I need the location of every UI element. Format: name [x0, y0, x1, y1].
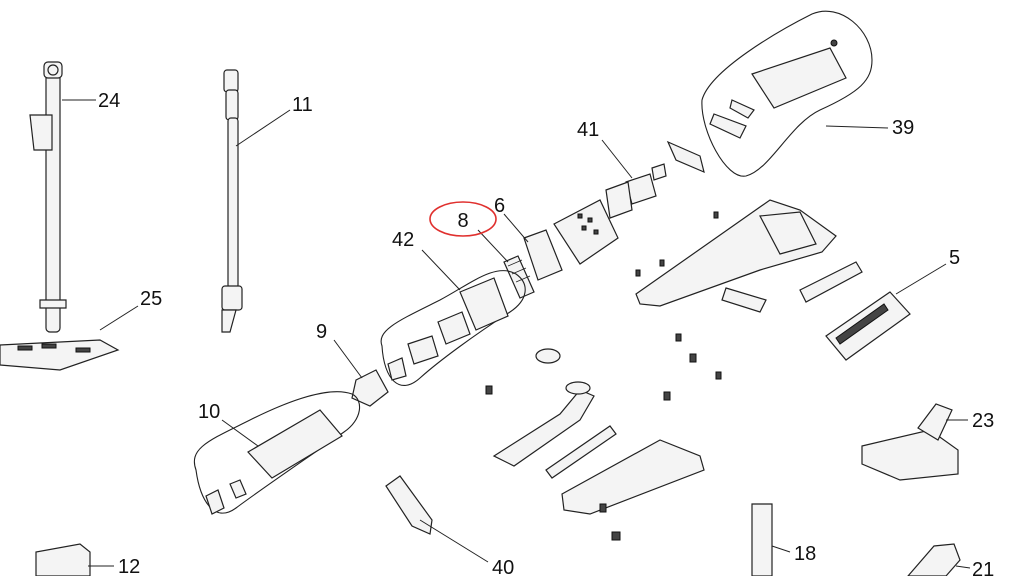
part-10-dust-bin — [205, 409, 343, 515]
group-42-outline — [380, 270, 526, 386]
label-25: 25 — [140, 288, 162, 310]
label-18: 18 — [794, 543, 816, 565]
part-small-cap — [535, 348, 561, 364]
label-42: 42 — [392, 229, 414, 251]
part-42-cyclone — [387, 277, 509, 381]
part-21-brush-tool — [907, 543, 961, 576]
part-5-battery — [825, 291, 911, 361]
leader-11 — [235, 109, 291, 147]
part-40-pad — [385, 475, 433, 535]
label-40: 40 — [492, 557, 514, 576]
label-24: 24 — [98, 90, 120, 112]
part-18-crevice-tool — [751, 503, 773, 576]
label-6: 6 — [494, 195, 505, 217]
leader-21 — [955, 565, 971, 569]
label-41: 41 — [577, 119, 599, 141]
label-10: 10 — [198, 401, 220, 423]
part-9-cone — [351, 369, 389, 407]
label-23: 23 — [972, 410, 994, 432]
part-6-cylinder — [523, 229, 563, 281]
part-11-extension-tube — [221, 69, 243, 333]
part-main-body — [635, 199, 863, 313]
part-23-floor-head — [861, 403, 959, 481]
part-39-cover-components — [709, 39, 847, 139]
group-10-outline — [193, 391, 361, 514]
part-25-stand-base — [0, 339, 120, 371]
leader-42 — [421, 249, 461, 291]
label-11: 11 — [292, 94, 313, 116]
leader-40 — [419, 519, 489, 563]
label-12: 12 — [118, 556, 140, 576]
part-24-stand-pole — [29, 61, 67, 333]
group-39-outline — [701, 10, 873, 177]
label-21: 21 — [972, 559, 994, 576]
leader-25 — [99, 305, 139, 331]
leader-6 — [503, 213, 529, 243]
part-filter-block — [553, 199, 619, 265]
highlight-circle-8 — [429, 201, 497, 237]
part-lower-handle — [492, 381, 705, 515]
leader-39 — [825, 125, 889, 129]
part-fasteners — [485, 211, 722, 541]
leader-5 — [895, 263, 947, 295]
label-5: 5 — [949, 247, 960, 269]
part-41-module — [605, 140, 705, 219]
leader-8 — [477, 229, 509, 263]
leader-9 — [333, 339, 363, 379]
label-39: 39 — [892, 117, 914, 139]
label-9: 9 — [316, 321, 327, 343]
leader-41 — [601, 139, 633, 179]
label-8: 8 — [457, 210, 468, 232]
leader-10 — [221, 419, 259, 447]
part-12-accessory — [35, 543, 91, 576]
leader-18 — [771, 545, 791, 553]
